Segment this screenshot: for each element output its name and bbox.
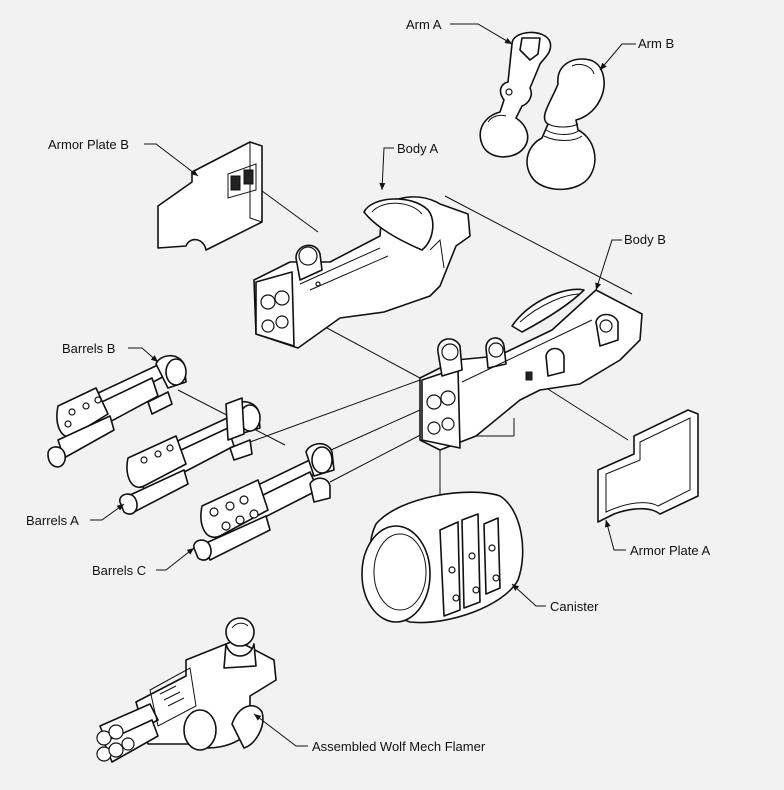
barrels-b-part: [47, 354, 187, 468]
callout-labels: Arm A Arm B Armor Plate B Body A Body B …: [26, 17, 711, 754]
label-barrels-c: Barrels C: [92, 563, 146, 578]
label-body-b: Body B: [624, 232, 666, 247]
arm-a-part: [479, 31, 552, 158]
body-b-part: [419, 288, 643, 451]
label-barrels-a: Barrels A: [26, 513, 79, 528]
callout-leaders: [90, 23, 636, 747]
armor-plate-a-part: [597, 409, 699, 523]
barrels-a-part: [119, 397, 261, 515]
label-body-a: Body A: [397, 141, 439, 156]
label-canister: Canister: [550, 599, 599, 614]
label-armor-plate-b: Armor Plate B: [48, 137, 129, 152]
assembled-flamer-part: [96, 617, 277, 763]
body-a-part: [253, 196, 471, 349]
label-assembled-flamer: Assembled Wolf Mech Flamer: [312, 739, 486, 754]
armor-plate-b-part: [157, 141, 263, 251]
label-arm-a: Arm A: [406, 17, 442, 32]
label-barrels-b: Barrels B: [62, 341, 115, 356]
arm-b-part: [526, 58, 605, 191]
label-arm-b: Arm B: [638, 36, 674, 51]
label-armor-plate-a: Armor Plate A: [630, 543, 711, 558]
barrels-c-part: [193, 442, 335, 561]
canister-part: [361, 491, 524, 624]
